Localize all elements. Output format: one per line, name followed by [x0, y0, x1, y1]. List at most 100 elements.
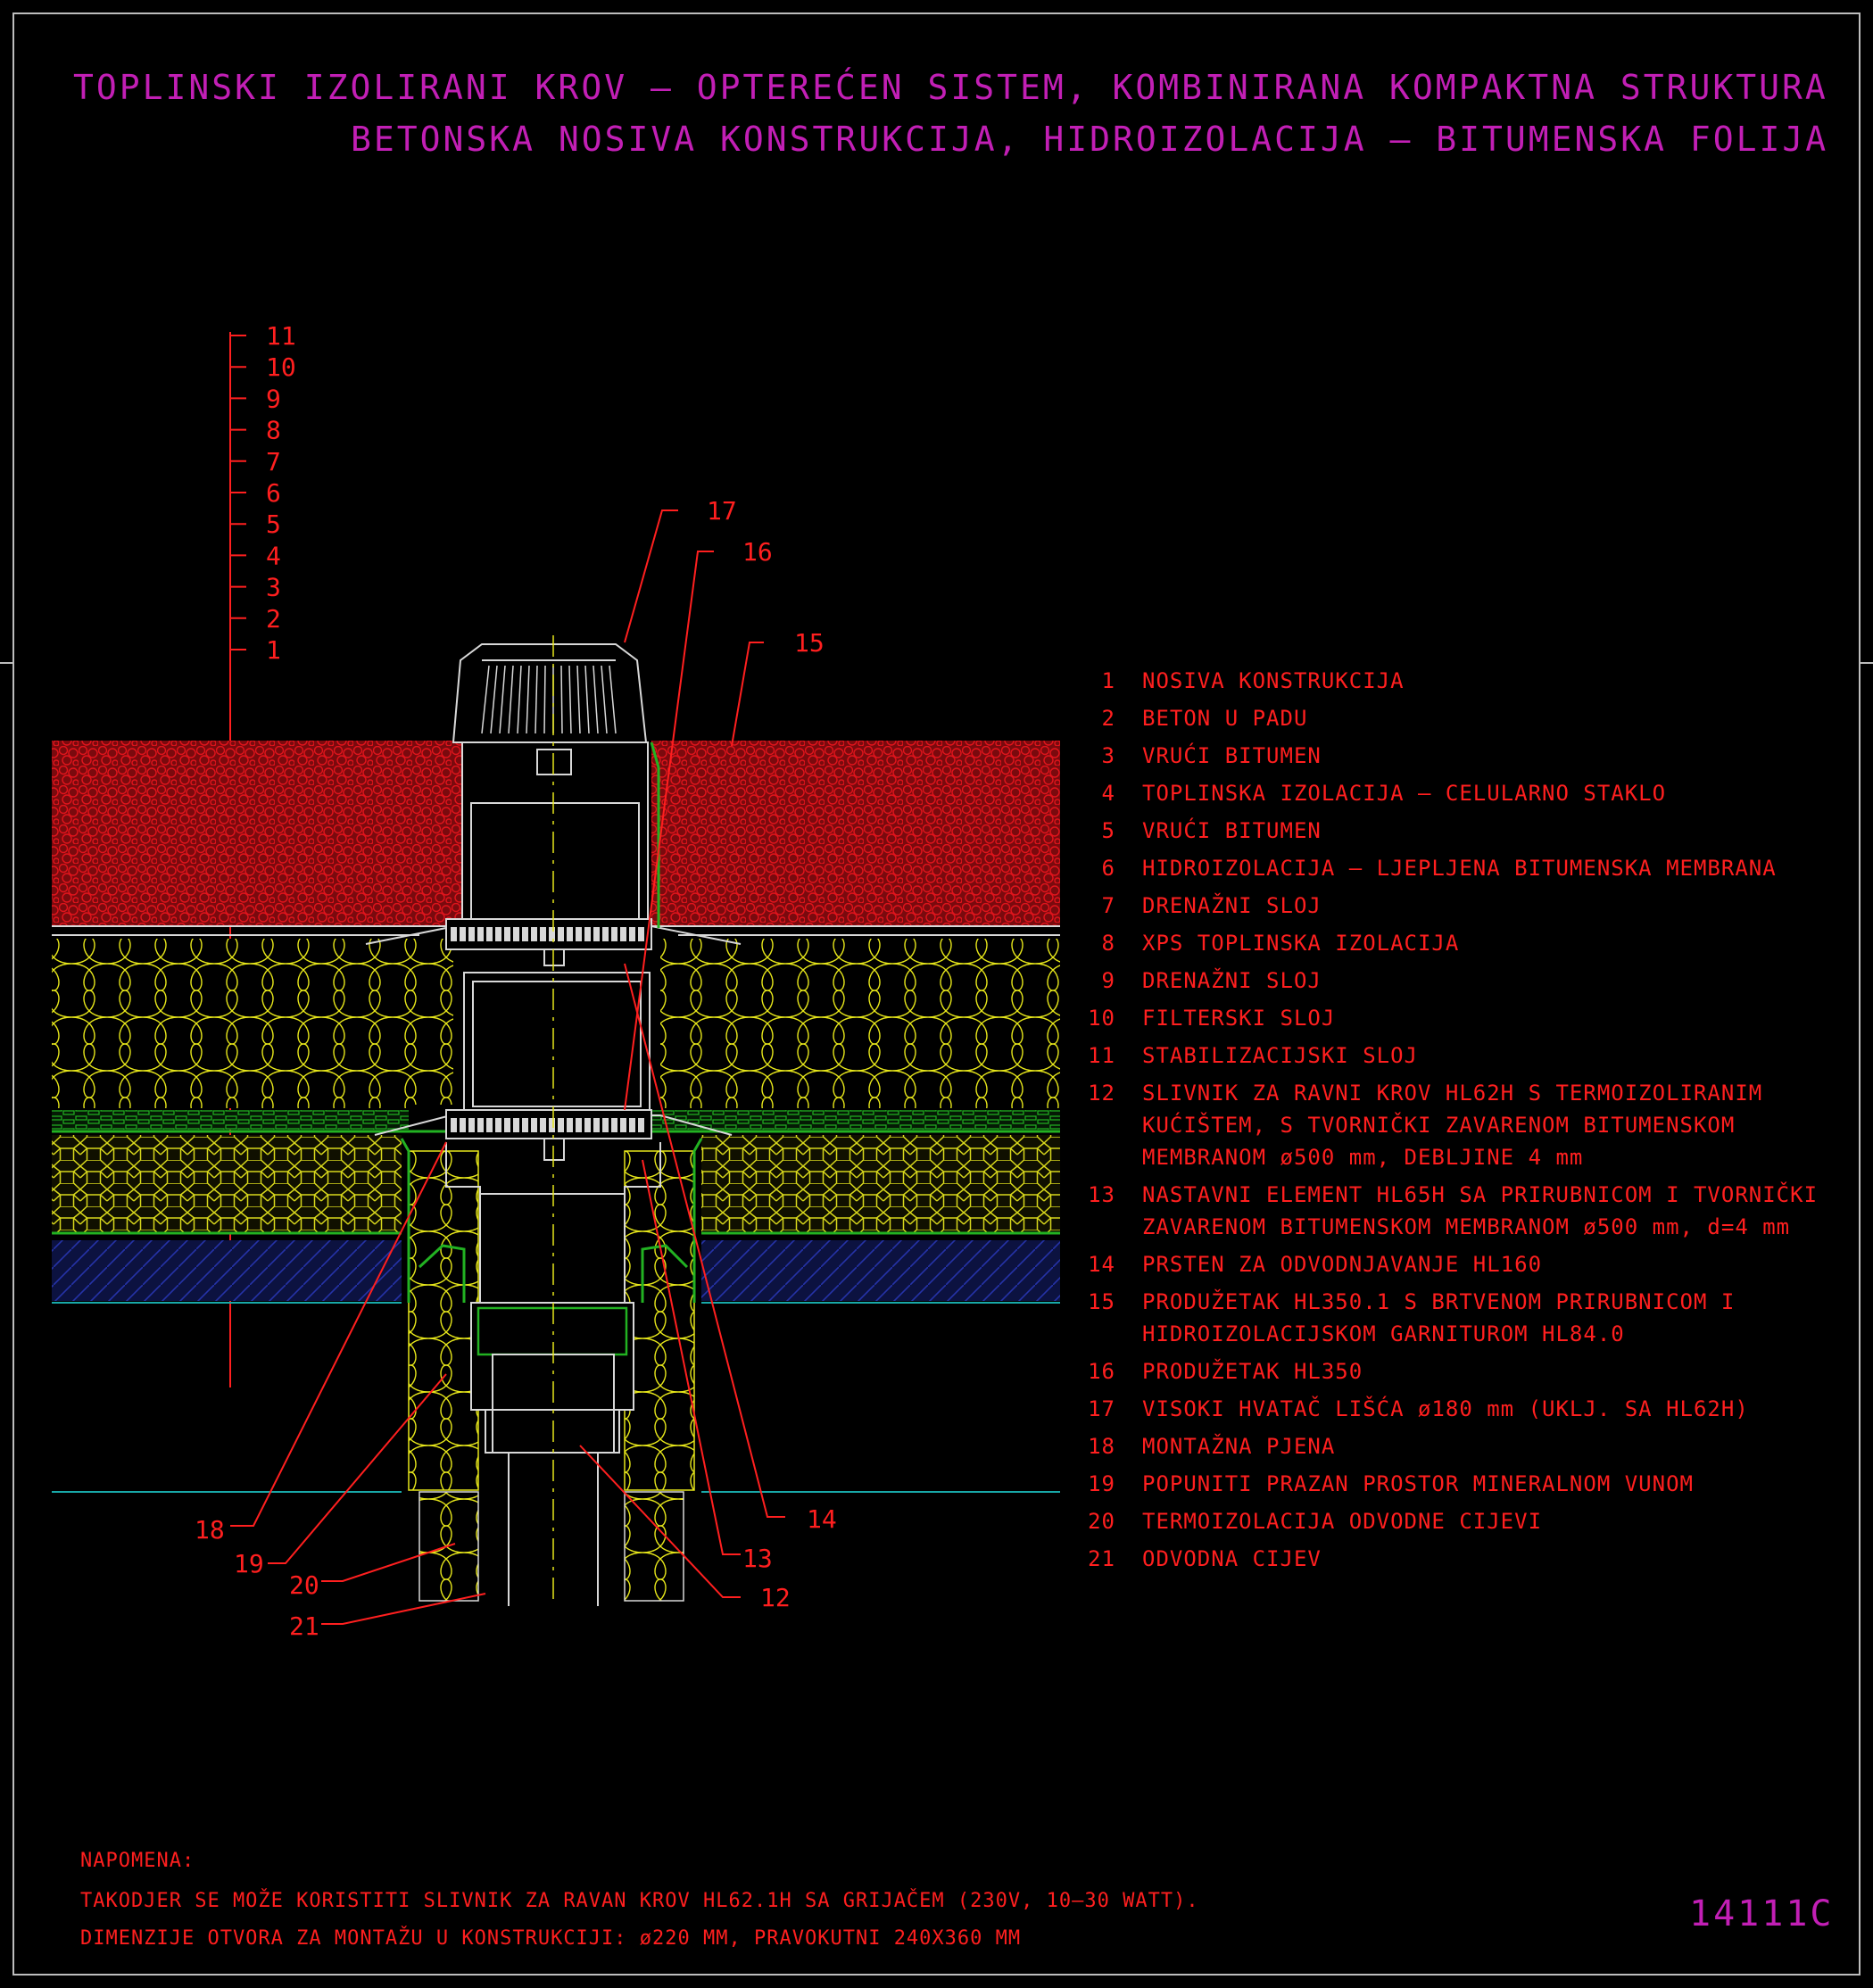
leaf-guard-rib	[490, 665, 498, 734]
flange-tooth	[567, 927, 573, 941]
legend-number: 6	[1101, 856, 1115, 881]
legend-number: 1	[1101, 668, 1115, 693]
legend-number: 2	[1101, 706, 1115, 731]
legend-number: 10	[1088, 1006, 1115, 1031]
legend-number: 17	[1088, 1396, 1115, 1421]
legend-text: PRODUŽETAK HL350.1 S BRTVENOM PRIRUBNICO…	[1142, 1289, 1736, 1346]
legend-number: 16	[1088, 1359, 1115, 1384]
flange-tooth	[558, 927, 564, 941]
frame-tick-right	[1861, 662, 1873, 664]
legend-number: 12	[1088, 1081, 1115, 1106]
callout-14: 14	[807, 1504, 837, 1534]
scale-label: 7	[266, 447, 281, 476]
flange-tooth	[576, 1118, 582, 1132]
legend-item: 15 PRODUŽETAK HL350.1 S BRTVENOM PRIRUBNI…	[1080, 1286, 1865, 1350]
flange-tooth	[451, 1118, 457, 1132]
legend-text: STABILIZACIJSKI SLOJ	[1142, 1043, 1418, 1068]
legend-text: PRSTEN ZA ODVODNJAVANJE HL160	[1142, 1252, 1543, 1277]
flange-tooth	[584, 1118, 591, 1132]
leaf-guard-rib	[481, 665, 490, 734]
legend-text: ODVODNA CIJEV	[1142, 1546, 1322, 1571]
leaf-guard-rib	[560, 665, 563, 734]
flange-tooth	[495, 927, 501, 941]
legend-text: VISOKI HVATAČ LIŠĆA ø180 mm (UKLJ. SA HL…	[1142, 1396, 1749, 1421]
flange-tooth	[638, 1118, 644, 1132]
note-heading: NAPOMENA:	[80, 1850, 195, 1872]
flange-tooth	[602, 927, 609, 941]
membrane-lines	[400, 741, 703, 1303]
legend-item: 20 TERMOIZOLACIJA ODVODNE CIJEVI	[1080, 1505, 1865, 1537]
legend-text: DRENAŽNI SLOJ	[1142, 893, 1322, 918]
scale-label: 4	[266, 541, 281, 570]
flange-tooth	[486, 1118, 493, 1132]
flange-tooth	[549, 1118, 555, 1132]
leaf-guard-rib	[609, 665, 617, 734]
legend-item: 13 NASTAVNI ELEMENT HL65H SA PRIRUBNICOM …	[1080, 1179, 1865, 1243]
flange-tooth	[486, 927, 493, 941]
leaf-guard-rib	[543, 665, 546, 734]
note-line-1: TAKODJER SE MOŽE KORISTITI SLIVNIK ZA RA…	[80, 1890, 1199, 1912]
flange-tooth	[540, 1118, 546, 1132]
flange-tooth	[593, 1118, 600, 1132]
flange-tooth	[522, 1118, 528, 1132]
flange-tooth	[567, 1118, 573, 1132]
flange-tooth	[477, 1118, 484, 1132]
legend-number: 20	[1088, 1509, 1115, 1534]
legend-number: 18	[1088, 1434, 1115, 1459]
scale-label: 3	[266, 573, 281, 602]
flange-tooth	[576, 927, 582, 941]
callout-17: 17	[707, 496, 737, 526]
callout-13: 13	[742, 1544, 773, 1573]
callout-16: 16	[742, 537, 773, 567]
flange-tooth	[522, 927, 528, 941]
flange-tooth	[531, 927, 537, 941]
title-line-2: BETONSKA NOSIVA KONSTRUKCIJA, HIDROIZOLA…	[351, 120, 1829, 159]
leaf-guard-rib	[508, 665, 514, 734]
legend-text: VRUĆI BITUMEN	[1142, 743, 1322, 768]
legend-text: TOPLINSKA IZOLACIJA – CELULARNO STAKLO	[1142, 781, 1667, 806]
callout-18: 18	[195, 1515, 225, 1545]
leaf-guard-rib	[526, 665, 530, 734]
title-line-1: TOPLINSKI IZOLIRANI KROV – OPTEREĆEN SIS…	[73, 68, 1828, 107]
leaf-guard-rib	[593, 665, 599, 734]
flange-tooth	[504, 1118, 510, 1132]
drawing-code: 14111C	[1689, 1893, 1835, 1934]
legend-number: 5	[1101, 818, 1115, 843]
leaf-guard-rib	[601, 665, 608, 734]
legend-text: SLIVNIK ZA RAVNI KROV HL62H S TERMOIZOLI…	[1142, 1081, 1763, 1170]
flange-tooth	[531, 1118, 537, 1132]
legend-text: TERMOIZOLACIJA ODVODNE CIJEVI	[1142, 1509, 1543, 1534]
flange-tooth	[495, 1118, 501, 1132]
legend-item: 17 VISOKI HVATAČ LIŠĆA ø180 mm (UKLJ. SA …	[1080, 1393, 1865, 1425]
flange-tooth	[504, 927, 510, 941]
legend-number: 19	[1088, 1471, 1115, 1496]
legend-text: NASTAVNI ELEMENT HL65H SA PRIRUBNICOM I …	[1142, 1182, 1819, 1239]
flange-tooth	[468, 927, 475, 941]
legend-number: 11	[1088, 1043, 1115, 1068]
callout-20: 20	[289, 1570, 319, 1600]
legend-number: 13	[1088, 1182, 1115, 1207]
legend-number: 7	[1101, 893, 1115, 918]
legend-text: XPS TOPLINSKA IZOLACIJA	[1142, 931, 1460, 956]
legend-number: 15	[1088, 1289, 1115, 1314]
flange-tooth	[629, 1118, 635, 1132]
pipe-insulation	[408, 1150, 695, 1602]
callout-21: 21	[289, 1611, 319, 1641]
scale-label: 6	[266, 478, 281, 508]
flange-tooth	[549, 927, 555, 941]
legend-item: 12 SLIVNIK ZA RAVNI KROV HL62H S TERMOIZO…	[1080, 1077, 1865, 1173]
scale-label: 5	[266, 509, 281, 539]
note-line-2: DIMENZIJE OTVORA ZA MONTAŽU U KONSTRUKCI…	[80, 1927, 1022, 1950]
scale-label: 11	[266, 321, 296, 351]
flange-tooth	[620, 1118, 626, 1132]
